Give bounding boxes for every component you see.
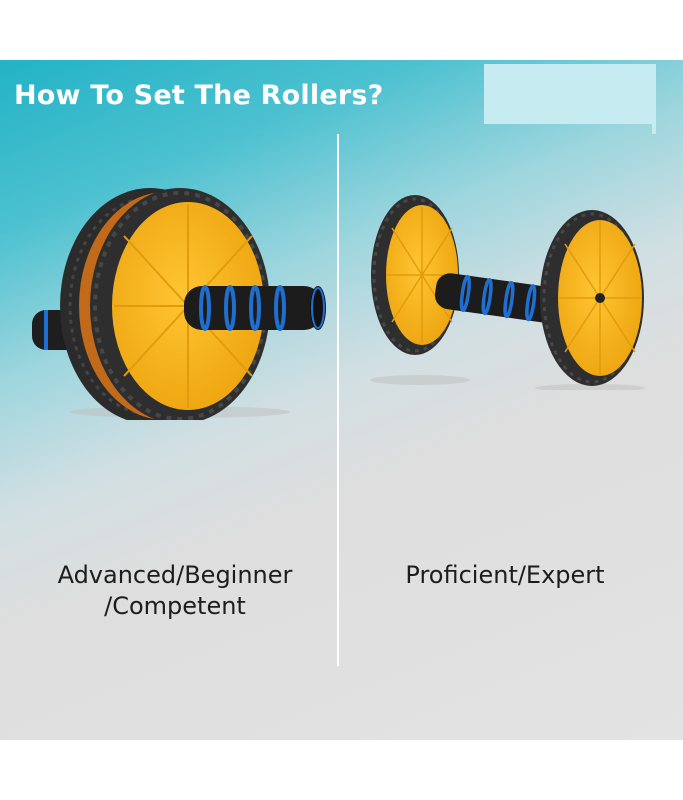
caption-line: Proficient/Expert	[405, 561, 605, 589]
panel-divider	[337, 134, 339, 666]
caption-line: /Competent	[104, 592, 246, 620]
double-wheel-ab-roller-icon	[32, 188, 326, 420]
title-highlight-tick	[652, 64, 656, 134]
bottom-margin	[0, 740, 683, 800]
caption-line: Advanced/Beginner	[57, 561, 293, 589]
separated-wheel-ab-roller-icon	[370, 195, 645, 390]
panel-caption-advanced: Advanced/Beginner /Competent	[10, 560, 340, 622]
title-highlight-box	[484, 64, 656, 124]
panel-caption-proficient: Proficient/Expert	[345, 560, 665, 591]
page-title: How To Set The Rollers?	[14, 80, 384, 111]
